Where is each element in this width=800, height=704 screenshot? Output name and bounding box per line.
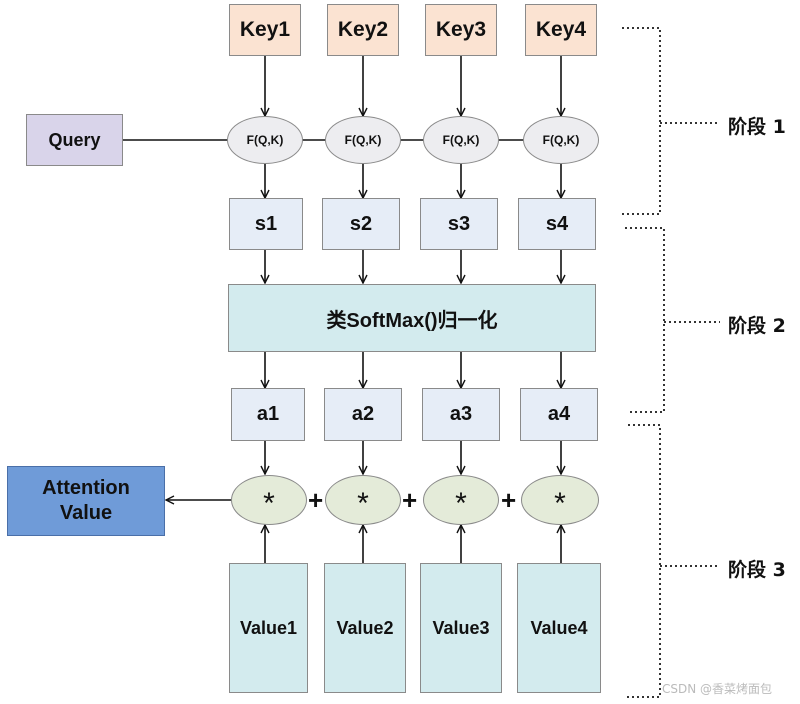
value-box-4: Value4 [517, 563, 601, 693]
stage-label-1: 阶段 1 [728, 116, 786, 138]
multiply-node-3: * [423, 475, 499, 525]
score-box-2: s2 [322, 198, 400, 250]
query-box: Query [26, 114, 123, 166]
plus-sign-2: + [402, 485, 418, 515]
multiply-node-4: * [521, 475, 599, 525]
weight-box-4: a4 [520, 388, 598, 441]
key-box-3: Key3 [425, 4, 497, 56]
similarity-node-1: F(Q,K) [227, 116, 303, 164]
attention-value-line1: Attention [42, 477, 130, 499]
value-box-2: Value2 [324, 563, 406, 693]
attention-value-box: Attention Value [7, 466, 165, 536]
stage-label-3: 阶段 3 [728, 559, 786, 581]
stage-label-2: 阶段 2 [728, 315, 786, 337]
score-box-3: s3 [420, 198, 498, 250]
key-box-4: Key4 [525, 4, 597, 56]
weight-box-1: a1 [231, 388, 305, 441]
value-box-3: Value3 [420, 563, 502, 693]
score-box-1: s1 [229, 198, 303, 250]
similarity-node-3: F(Q,K) [423, 116, 499, 164]
watermark-text: CSDN @香菜烤面包 [662, 682, 773, 696]
plus-sign-1: + [308, 485, 324, 515]
attention-value-line2: Value [59, 502, 113, 524]
score-box-4: s4 [518, 198, 596, 250]
softmax-normalization-box: 类SoftMax()归一化 [228, 284, 596, 352]
multiply-node-1: * [231, 475, 307, 525]
similarity-node-2: F(Q,K) [325, 116, 401, 164]
key-box-2: Key2 [327, 4, 399, 56]
multiply-node-2: * [325, 475, 401, 525]
weight-box-3: a3 [422, 388, 500, 441]
weight-box-2: a2 [324, 388, 402, 441]
value-box-1: Value1 [229, 563, 308, 693]
key-box-1: Key1 [229, 4, 301, 56]
plus-sign-3: + [501, 485, 517, 515]
similarity-node-4: F(Q,K) [523, 116, 599, 164]
